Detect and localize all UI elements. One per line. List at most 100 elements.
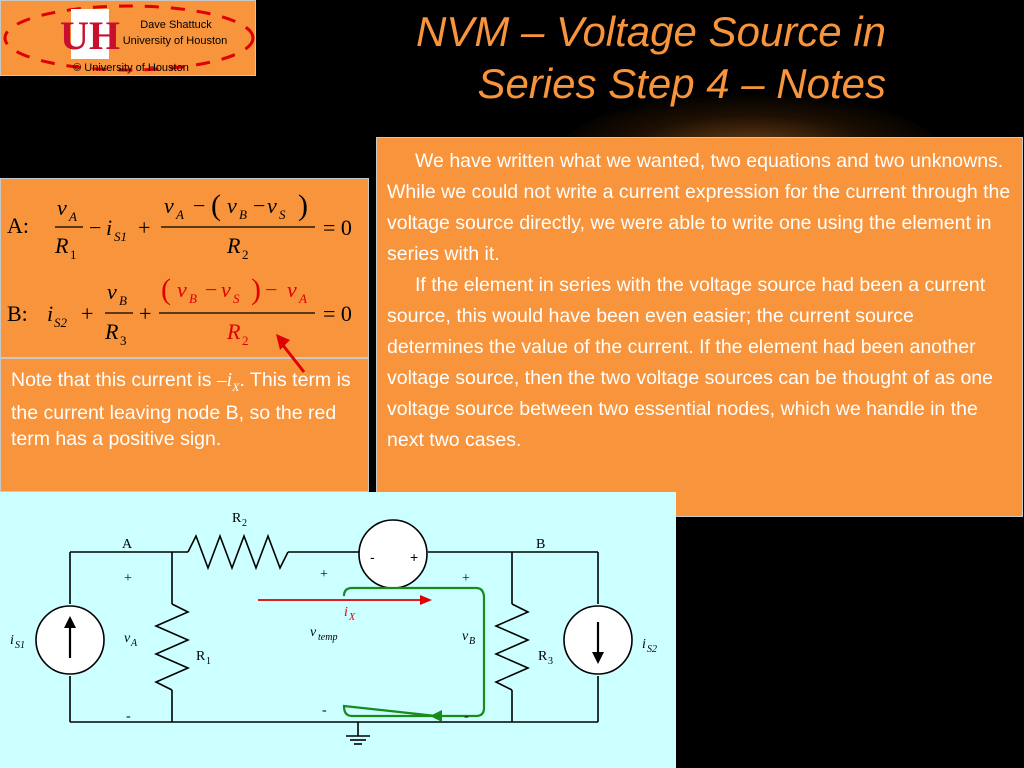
svg-text:+: +	[139, 301, 151, 326]
r3-label: R	[538, 649, 548, 664]
eq-a-num-vS: v	[267, 193, 277, 218]
eq-b-num-vA: v	[287, 277, 297, 302]
eq-a-R1: R	[54, 233, 69, 258]
vb-label: v	[462, 629, 469, 644]
eq-b-num-vB: v	[177, 277, 187, 302]
node-a-label: A	[122, 537, 133, 552]
eq-b-iS2-sub: S2	[54, 315, 68, 330]
svg-text:−: −	[253, 193, 265, 218]
eq-b-num-vS: v	[221, 277, 231, 302]
eq-a-R2-sub: 2	[242, 247, 249, 262]
eq-b-iS2: i	[47, 301, 53, 326]
resistor-r1	[154, 603, 190, 691]
current-source-is1	[35, 605, 105, 675]
svg-text:): )	[298, 189, 308, 222]
notes-paragraph-1: We have written what we wanted, two equa…	[387, 150, 1011, 265]
note-current: –i	[216, 370, 233, 391]
loop-arrowhead	[430, 710, 442, 722]
svg-text:(: (	[211, 189, 221, 222]
eq-b-num-vA-sub: A	[298, 291, 307, 306]
eq-b-R3-sub: 3	[120, 333, 127, 348]
title-line-1: NVM – Voltage Source in	[415, 8, 886, 55]
circuit-diagram: - + A B R 2 R 1 R 3 i S1 i S2 + v A - + …	[10, 511, 657, 745]
equation-b: B: i S2 + v B R 3 + ( v B − v S ) − v A	[7, 273, 352, 348]
equations-graphic: A: v A R 1 − i S1 + v A − ( v B − v S ) …	[7, 189, 352, 348]
vsource-minus: -	[370, 549, 375, 565]
eq-b-R2: R	[226, 319, 241, 344]
va-plus: +	[124, 571, 132, 586]
university-name: University of Houston	[122, 35, 228, 47]
svg-text:−: −	[205, 277, 217, 302]
eq-b-R3: R	[104, 319, 119, 344]
eq-a-iS1: i	[106, 215, 112, 240]
equation-b-label: B:	[7, 301, 28, 326]
vb-minus: -	[464, 709, 469, 724]
eq-b-num-vS-sub: S	[233, 291, 240, 306]
note-text-post: . This term is the current leaving node …	[11, 369, 351, 450]
r2-sub: 2	[242, 518, 247, 529]
r1-label: R	[196, 649, 206, 664]
va-label: v	[124, 631, 131, 646]
ix-sub: X	[348, 612, 356, 623]
equation-a-label: A:	[7, 213, 29, 238]
vb-sub: B	[469, 636, 475, 647]
ix-arrow	[258, 595, 432, 605]
note-box: Note that this current is –iX. This term…	[0, 358, 369, 492]
eq-a-vA: v	[57, 195, 67, 220]
equation-a: A: v A R 1 − i S1 + v A − ( v B − v S ) …	[7, 189, 352, 262]
va-sub: A	[130, 638, 138, 649]
eq-a-iS1-sub: S1	[114, 229, 127, 244]
r1-sub: 1	[206, 656, 211, 667]
ix-label: i	[344, 605, 348, 620]
svg-text:+: +	[81, 301, 93, 326]
is1-label: i	[10, 633, 14, 648]
is1-sub: S1	[15, 640, 25, 651]
eq-a-R2: R	[226, 233, 241, 258]
eq-b-vB-sub: B	[119, 293, 127, 308]
svg-text:−: −	[193, 193, 205, 218]
logo-graphic: UH	[3, 4, 255, 72]
notes-box: We have written what we wanted, two equa…	[376, 137, 1023, 517]
title-line-2: Series Step 4 – Notes	[477, 60, 886, 107]
equations-box: A: v A R 1 − i S1 + v A − ( v B − v S ) …	[0, 178, 369, 358]
eq-b-num-vB-sub: B	[189, 291, 197, 306]
is2-label: i	[642, 637, 646, 652]
svg-text:): )	[251, 273, 261, 306]
eq-b-vB: v	[107, 279, 117, 304]
logo-shield-bg	[71, 9, 109, 59]
eq-a-num-vA-sub: A	[175, 207, 184, 222]
resistor-r3	[494, 603, 530, 691]
eq-a-R1-sub: 1	[70, 247, 77, 262]
vb-plus: +	[462, 571, 470, 586]
svg-text:(: (	[161, 273, 171, 306]
eq-a-num-vA: v	[164, 193, 174, 218]
eq-b-R2-sub: 2	[242, 333, 249, 348]
note-text-pre: Note that this current is	[11, 369, 217, 391]
va-minus: -	[126, 709, 131, 724]
eq-a-rhs: = 0	[323, 215, 352, 240]
vtemp-plus: +	[320, 567, 328, 582]
svg-text:−: −	[265, 277, 277, 302]
logo-letters: UH	[60, 13, 120, 58]
node-b-label: B	[536, 537, 545, 552]
eq-a-num-vS-sub: S	[279, 207, 286, 222]
r3-sub: 3	[548, 656, 553, 667]
eq-b-rhs: = 0	[323, 301, 352, 326]
voltage-source: - +	[358, 519, 428, 589]
circuit-wires	[69, 533, 599, 745]
eq-a-vA-sub: A	[68, 209, 77, 224]
vtemp-sub: temp	[318, 632, 337, 643]
current-source-is2	[563, 605, 633, 675]
logo-box: UH Dave Shattuck University of Houston ©…	[0, 0, 256, 76]
vtemp-loop	[342, 586, 486, 718]
r2-label: R	[232, 511, 242, 526]
slide-title: NVM – Voltage Source in Series Step 4 – …	[330, 6, 970, 110]
eq-a-num-vB: v	[227, 193, 237, 218]
resistor-r2	[187, 533, 289, 571]
is2-sub: S2	[647, 644, 657, 655]
note-current-sub: X	[232, 379, 240, 394]
eq-b-red-term: ( v B − v S ) − v A R 2	[161, 273, 307, 348]
vsource-plus: +	[410, 549, 418, 565]
svg-text:+: +	[138, 215, 150, 240]
copyright: © University of Houston	[73, 62, 189, 74]
